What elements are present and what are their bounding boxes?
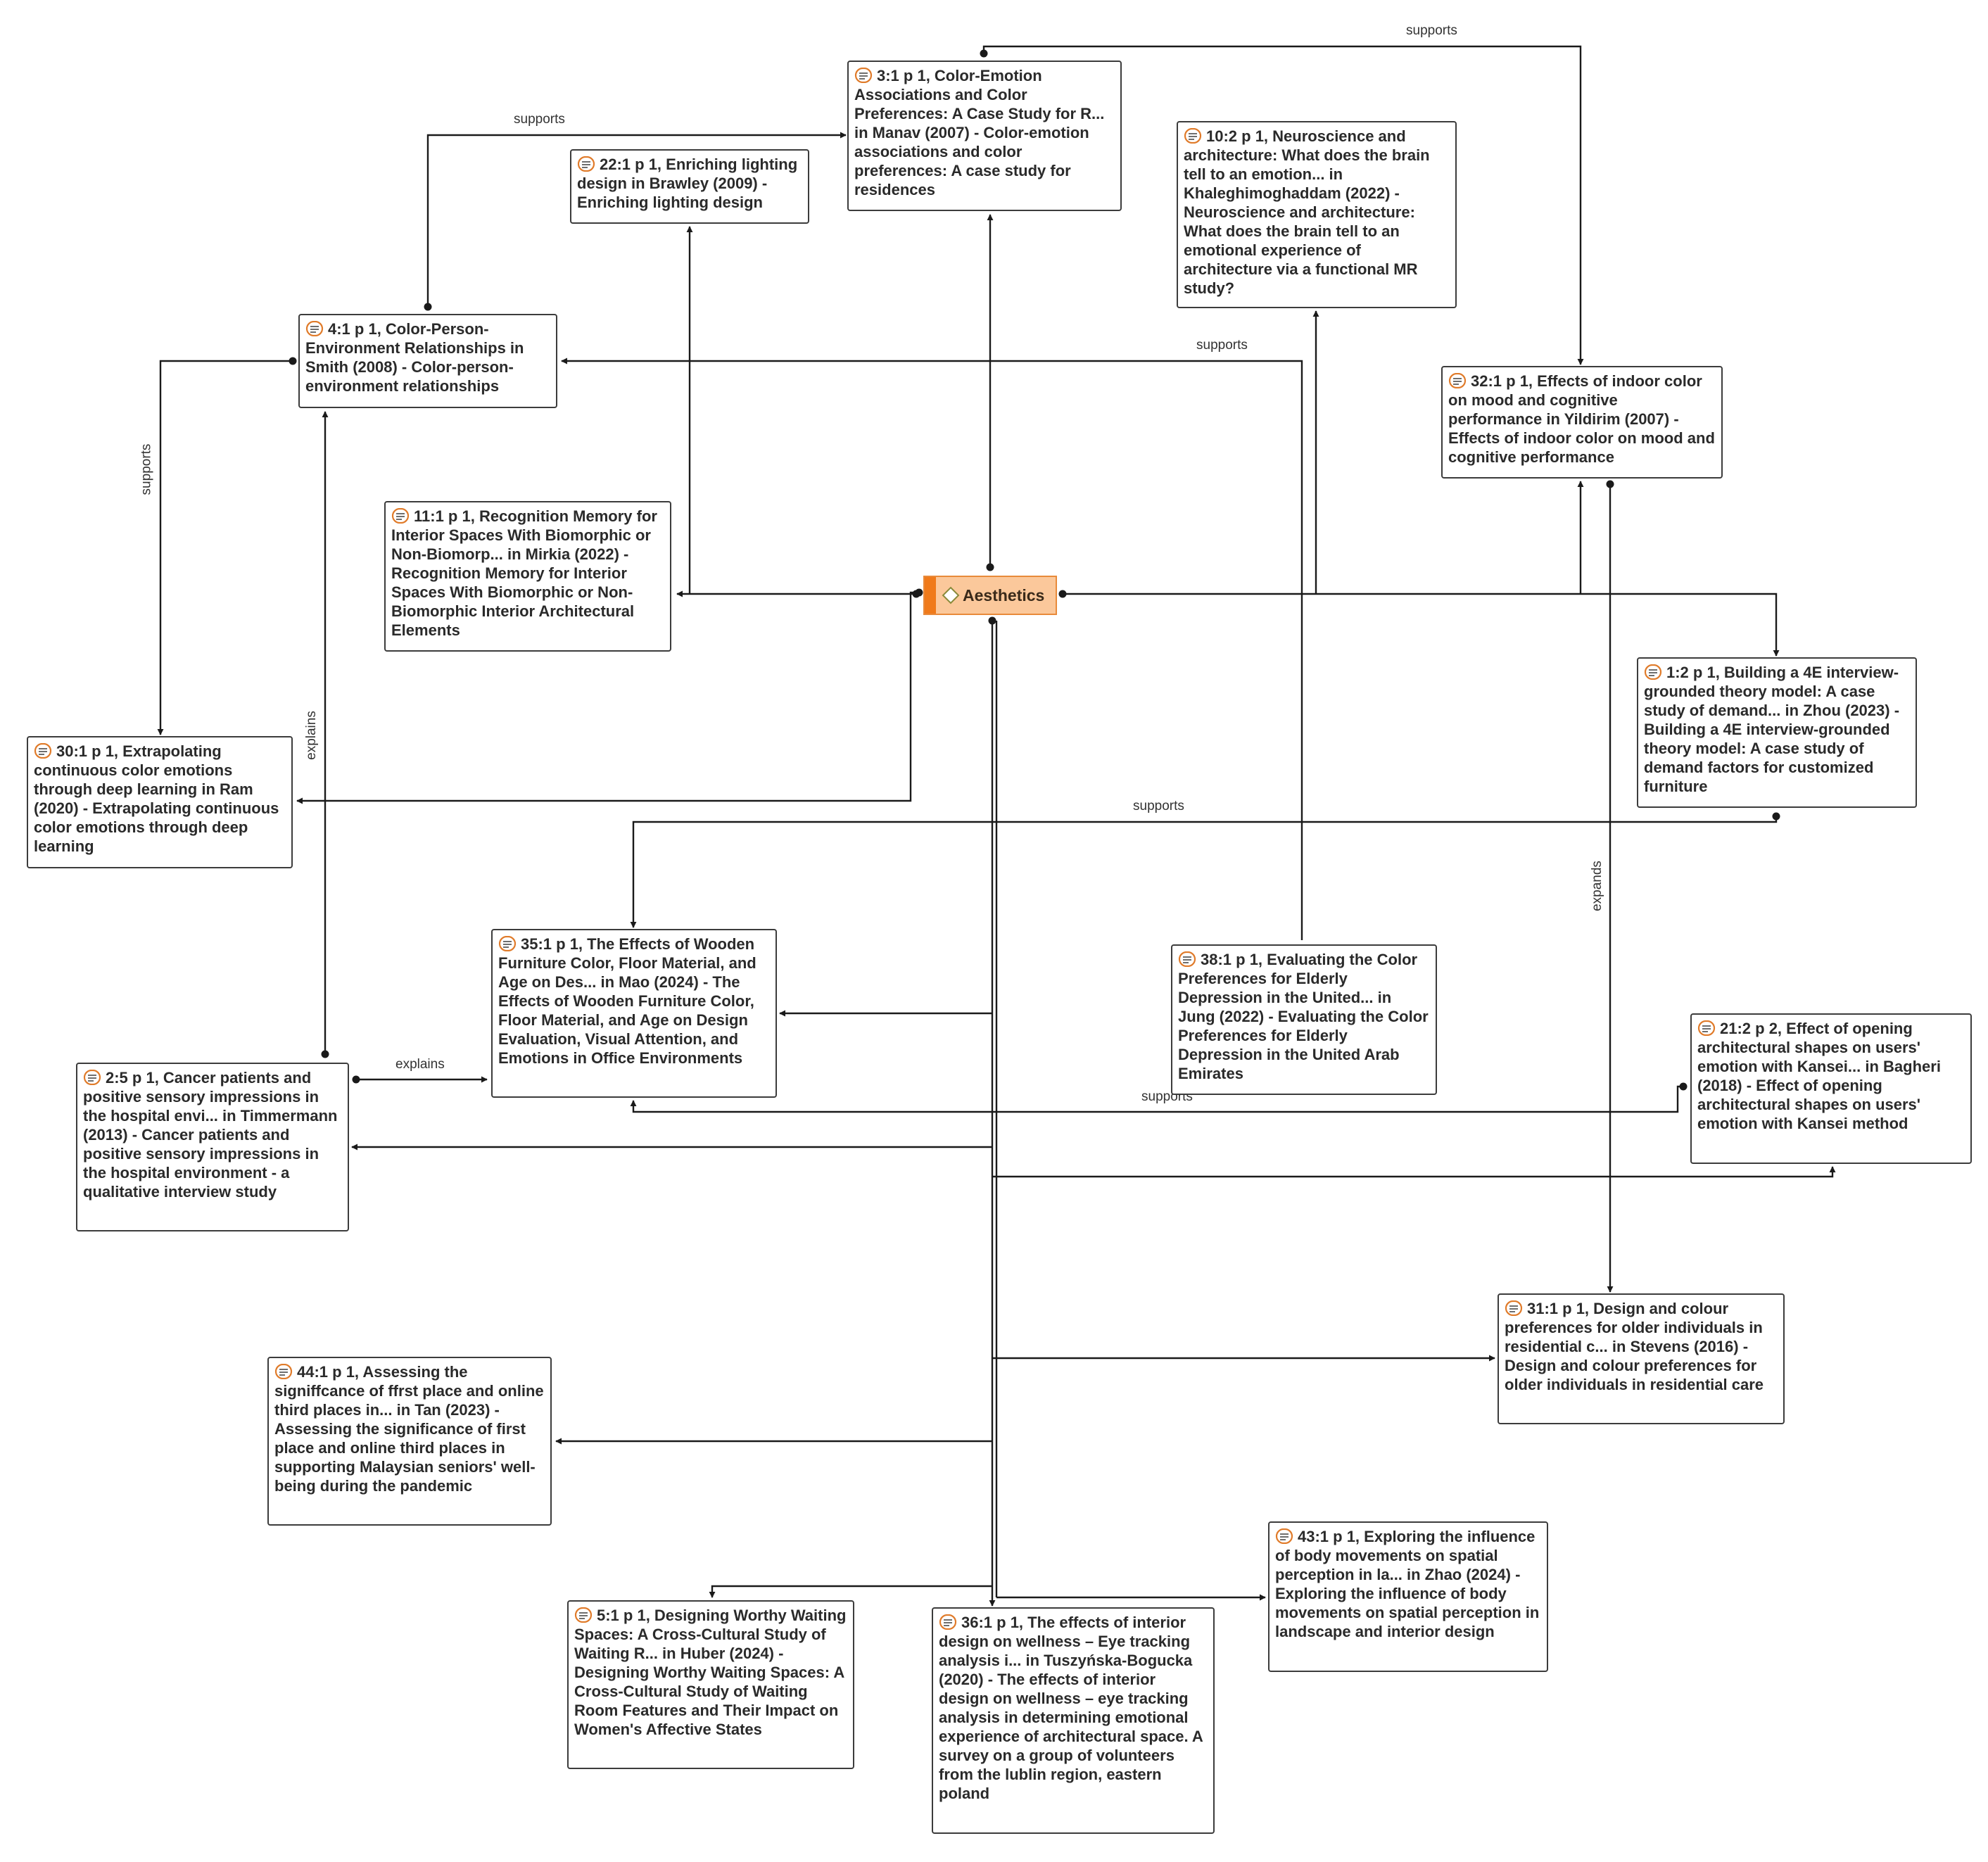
quotation-node-11-1[interactable]: 11:1 p 1, Recognition Memory for Interio… (384, 501, 671, 652)
quote-icon (274, 1364, 293, 1379)
quotation-node-44-1[interactable]: 44:1 p 1, Assessing the signiffcance of … (267, 1357, 552, 1526)
quote-icon (305, 321, 324, 336)
edge-hub-right (1058, 590, 1780, 657)
node-text: 2:5 p 1, Cancer patients and positive se… (83, 1069, 338, 1201)
diamond-icon (942, 586, 960, 604)
quote-icon (1178, 951, 1196, 967)
quotation-node-21-2[interactable]: 21:2 p 2, Effect of opening architectura… (1690, 1013, 1972, 1164)
hub-accent-bar (925, 577, 936, 614)
edge-4-1-3-1 (424, 132, 847, 311)
quotation-node-3-1[interactable]: 3:1 p 1, Color-Emotion Associations and … (847, 61, 1122, 211)
quotation-node-4-1[interactable]: 4:1 p 1, Color-Person-Environment Relati… (298, 314, 557, 408)
quotation-node-1-2[interactable]: 1:2 p 1, Building a 4E interview-grounde… (1637, 657, 1917, 808)
quote-icon (1697, 1020, 1716, 1036)
edge-spine-5-1 (709, 1585, 992, 1598)
edge-label-4-1-30-1: supports (139, 443, 154, 495)
node-text: 4:1 p 1, Color-Person-Environment Relati… (305, 320, 524, 395)
quotation-node-38-1[interactable]: 38:1 p 1, Evaluating the Color Preferenc… (1171, 944, 1437, 1095)
edge-spine-21-2 (992, 1166, 1836, 1178)
node-text: 5:1 p 1, Designing Worthy Waiting Spaces… (574, 1607, 847, 1738)
quote-icon (498, 936, 517, 951)
quotation-node-10-2[interactable]: 10:2 p 1, Neuroscience and architecture:… (1177, 121, 1457, 308)
node-text: 10:2 p 1, Neuroscience and architecture:… (1184, 127, 1430, 297)
quote-icon (939, 1614, 957, 1630)
quotation-node-35-1[interactable]: 35:1 p 1, The Effects of Wooden Furnitur… (491, 929, 777, 1098)
node-text: 43:1 p 1, Exploring the influence of bod… (1275, 1528, 1540, 1640)
edge-38-1-4-1 (561, 357, 1303, 940)
node-text: 32:1 p 1, Effects of indoor color on moo… (1448, 372, 1715, 466)
quotation-node-30-1[interactable]: 30:1 p 1, Extrapolating continuous color… (27, 736, 293, 868)
quotation-node-36-1[interactable]: 36:1 p 1, The effects of interior design… (932, 1607, 1215, 1834)
node-text: 38:1 p 1, Evaluating the Color Preferenc… (1178, 951, 1429, 1082)
quote-icon (83, 1070, 101, 1085)
quote-icon (391, 508, 410, 524)
edge-label-38-1-4-1: supports (1196, 338, 1248, 353)
quote-icon (854, 68, 873, 83)
node-text: 21:2 p 2, Effect of opening architectura… (1697, 1020, 1941, 1132)
quote-icon (34, 743, 52, 759)
quotation-node-22-1[interactable]: 22:1 p 1, Enriching lighting design in B… (570, 149, 809, 224)
quote-icon (577, 156, 595, 172)
node-text: 35:1 p 1, The Effects of Wooden Furnitur… (498, 935, 756, 1067)
hub-label: Aesthetics (963, 585, 1045, 604)
quotation-node-32-1[interactable]: 32:1 p 1, Effects of indoor color on moo… (1441, 366, 1723, 479)
quote-icon (1184, 128, 1202, 144)
node-text: 22:1 p 1, Enriching lighting design in B… (577, 156, 798, 211)
node-text: 3:1 p 1, Color-Emotion Associations and … (854, 67, 1105, 198)
quotation-node-5-1[interactable]: 5:1 p 1, Designing Worthy Waiting Spaces… (567, 1600, 854, 1769)
node-text: 36:1 p 1, The effects of interior design… (939, 1614, 1203, 1802)
quotation-node-2-5[interactable]: 2:5 p 1, Cancer patients and positive se… (76, 1063, 349, 1231)
quote-icon (574, 1607, 593, 1623)
node-text: 11:1 p 1, Recognition Memory for Interio… (391, 507, 657, 639)
edge-label-32-1-31-1: expands (1589, 861, 1604, 911)
edge-label-4-1-3-1: supports (514, 112, 565, 127)
edge-21-2-35-1 (630, 1082, 1688, 1113)
edge-4-1-30-1 (157, 357, 297, 735)
edge-label-1-2-35-1: supports (1133, 799, 1184, 813)
quotation-node-43-1[interactable]: 43:1 p 1, Exploring the influence of bod… (1268, 1521, 1548, 1672)
quote-icon (1275, 1528, 1293, 1544)
quote-icon (1644, 664, 1662, 680)
quote-icon (1448, 373, 1467, 388)
edge-3-1-32-1 (980, 45, 1584, 365)
edge-label-2-5-35-1: explains (395, 1057, 445, 1072)
edge-label-3-1-32-1: supports (1406, 23, 1457, 38)
node-text: 31:1 p 1, Design and colour preferences … (1505, 1300, 1764, 1393)
node-text: 1:2 p 1, Building a 4E interview-grounde… (1644, 664, 1900, 795)
quotation-node-31-1[interactable]: 31:1 p 1, Design and colour preferences … (1498, 1293, 1785, 1424)
node-text: 44:1 p 1, Assessing the signiffcance of … (274, 1363, 544, 1495)
edge-label-2-5-4-1: explains (303, 711, 319, 760)
edge-hub-30-1 (296, 588, 923, 804)
edge-1-2-35-1 (630, 812, 1780, 928)
quote-icon (1505, 1300, 1523, 1316)
code-node-aesthetics[interactable]: Aesthetics (923, 576, 1057, 615)
node-text: 30:1 p 1, Extrapolating continuous color… (34, 742, 279, 855)
